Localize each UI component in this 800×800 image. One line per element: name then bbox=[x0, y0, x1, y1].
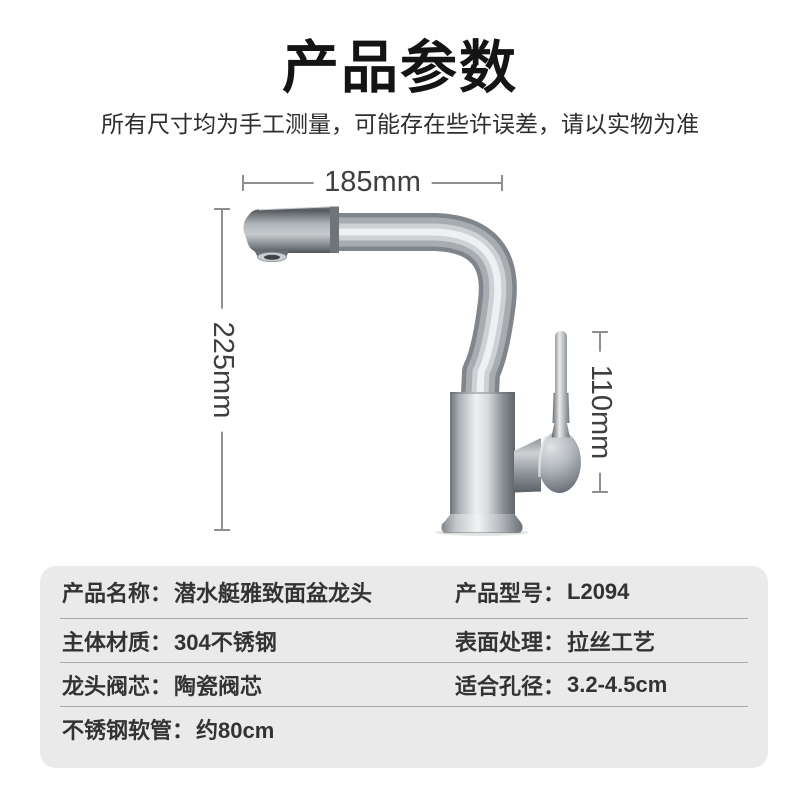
spec-value: 304不锈钢 bbox=[174, 629, 277, 655]
spec-label: 表面处理： bbox=[455, 629, 566, 655]
dim-tick bbox=[214, 529, 230, 531]
spec-cell-material: 主体材质： 304不锈钢 bbox=[60, 625, 455, 657]
spec-value: 约80cm bbox=[196, 717, 275, 743]
spec-cell-model: 产品型号： L2094 bbox=[455, 576, 748, 608]
spec-value: 潜水艇雅致面盆龙头 bbox=[174, 581, 373, 606]
faucet-handle bbox=[514, 331, 581, 493]
spout-head bbox=[243, 206, 339, 253]
dim-tick bbox=[501, 175, 503, 191]
spec-label: 不锈钢软管： bbox=[62, 717, 195, 743]
spec-row: 主体材质： 304不锈钢 表面处理： 拉丝工艺 bbox=[60, 619, 748, 663]
dim-tick bbox=[592, 491, 608, 493]
spec-label: 适合孔径： bbox=[455, 673, 566, 699]
spec-value: 陶瓷阀芯 bbox=[174, 673, 263, 699]
spec-cell-product-name: 产品名称： 潜水艇雅致面盆龙头 bbox=[60, 576, 455, 608]
spec-cell-hole-size: 适合孔径： 3.2-4.5cm bbox=[455, 669, 748, 701]
spec-value: 3.2-4.5cm bbox=[567, 671, 668, 697]
handle-height-label: 110mm bbox=[584, 351, 617, 473]
body-height-label: 225mm bbox=[206, 308, 239, 431]
spec-cell-hose: 不锈钢软管： 约80cm bbox=[60, 713, 455, 745]
dimension-handle-height: 110mm bbox=[584, 331, 617, 493]
dimension-body-height: 225mm bbox=[206, 208, 239, 531]
spec-panel: 产品名称： 潜水艇雅致面盆龙头 产品型号： L2094 主体材质： 304不锈钢… bbox=[40, 566, 768, 768]
faucet-base bbox=[441, 514, 523, 534]
spec-value: 拉丝工艺 bbox=[567, 629, 656, 655]
spec-cell-valve: 龙头阀芯： 陶瓷阀芯 bbox=[60, 669, 455, 701]
spec-cell-surface: 表面处理： 拉丝工艺 bbox=[455, 625, 748, 657]
page-subtitle: 所有尺寸均为手工测量，可能存在些许误差，请以实物为准 bbox=[101, 111, 699, 137]
spec-label: 龙头阀芯： bbox=[62, 673, 173, 699]
aerator bbox=[254, 251, 289, 262]
spec-label: 产品名称： bbox=[62, 581, 173, 606]
faucet-illustration bbox=[243, 206, 581, 536]
spec-row: 产品名称： 潜水艇雅致面盆龙头 产品型号： L2094 bbox=[60, 566, 748, 619]
spec-value: L2094 bbox=[567, 579, 630, 604]
page-title: 产品参数 bbox=[282, 36, 518, 100]
spout-pipe bbox=[332, 213, 517, 395]
spec-label: 主体材质： bbox=[62, 629, 173, 655]
dimension-spout-width: 185mm bbox=[242, 166, 503, 199]
faucet-body bbox=[450, 392, 515, 515]
spec-row: 不锈钢软管： 约80cm bbox=[60, 707, 748, 750]
spec-row: 龙头阀芯： 陶瓷阀芯 适合孔径： 3.2-4.5cm bbox=[60, 663, 748, 707]
spec-label: 产品型号： bbox=[455, 581, 566, 606]
spout-width-label: 185mm bbox=[313, 166, 432, 199]
